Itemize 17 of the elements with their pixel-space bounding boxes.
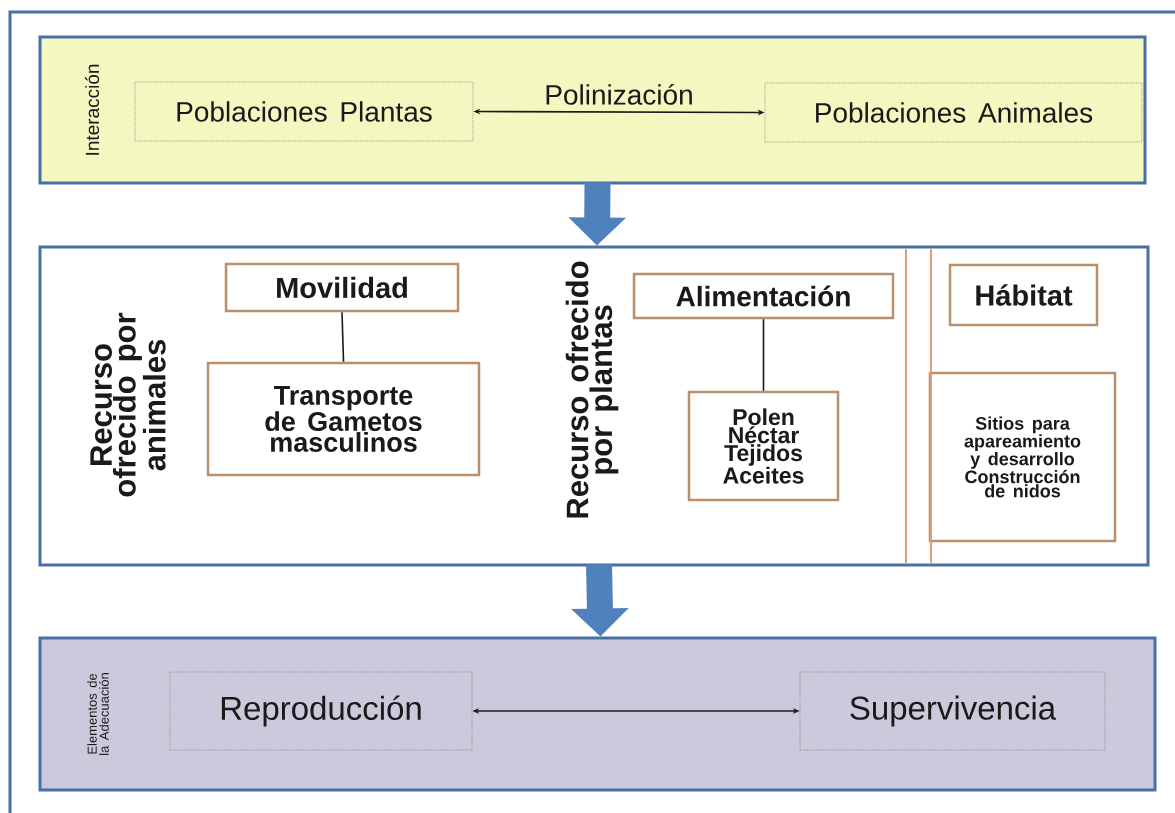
connector-line xyxy=(341,311,345,363)
text-box: Movilidad xyxy=(224,262,460,313)
band-heading: Recurso ofrecido por plantas xyxy=(565,261,619,518)
text-box: Poblaciones Animales xyxy=(764,82,1143,143)
text-box: Alimentación xyxy=(632,272,895,320)
text-box: Transporte de Gametos masculinos xyxy=(206,361,481,477)
band-heading: Elementos de la Adecuación xyxy=(87,673,109,755)
text-box: Reproducción xyxy=(169,671,473,751)
text-box: Sitios para apareamiento y desarrollo Construcción de nidos xyxy=(928,371,1117,543)
text-box: Poblaciones Plantas xyxy=(134,81,474,142)
band-heading: Interacción xyxy=(84,64,100,155)
band-heading: Recurso ofrecido por animales xyxy=(90,312,166,497)
edge-label: Polinización xyxy=(543,82,695,106)
connector-line xyxy=(762,318,765,392)
text-box: Hábitat xyxy=(948,263,1099,327)
text-box: Polen Néctar Tejidos Aceites xyxy=(687,390,840,502)
text-box: Supervivencia xyxy=(799,671,1106,751)
